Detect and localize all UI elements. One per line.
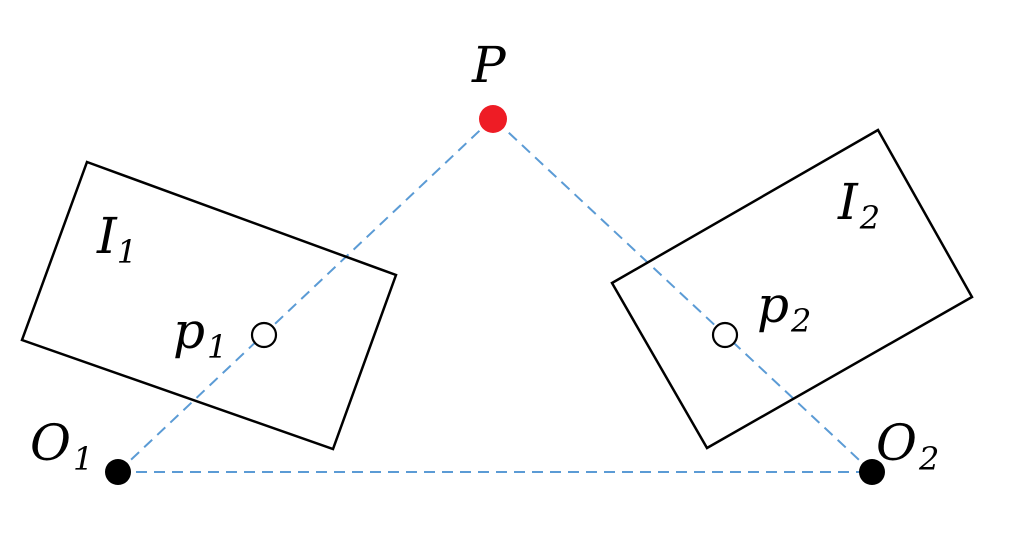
ray-o2-to-p — [492, 117, 873, 473]
projected-point-p1 — [250, 321, 278, 349]
label-o1: O1 — [30, 414, 93, 478]
projected-point-p2 — [711, 321, 739, 349]
label-i2: I2 — [837, 173, 880, 237]
camera-center-o2 — [859, 459, 885, 485]
label-o2: O2 — [876, 414, 939, 478]
image-plane-1 — [20, 160, 398, 451]
image-plane-2 — [610, 128, 974, 450]
label-i1: I1 — [96, 207, 137, 271]
label-p2: p2 — [757, 276, 811, 340]
world-point-p — [479, 105, 507, 133]
ray-o1-to-p — [117, 117, 494, 473]
label-p1: p1 — [173, 302, 227, 366]
camera-center-o1 — [105, 459, 131, 485]
label-p: P — [471, 36, 507, 94]
